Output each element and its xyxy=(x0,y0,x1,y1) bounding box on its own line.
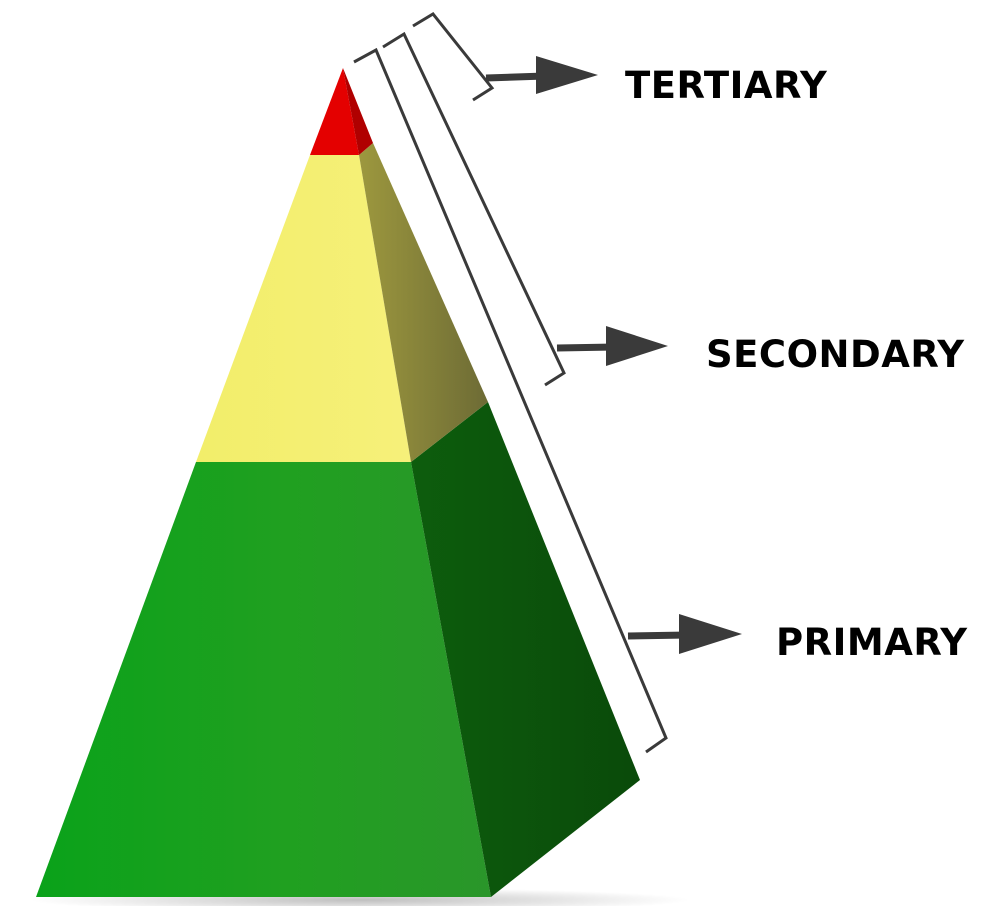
tertiary-arrow xyxy=(485,56,598,94)
tertiary-tier-side-face xyxy=(343,68,373,155)
primary-tier-side-face xyxy=(411,402,640,897)
primary-label: PRIMARY xyxy=(776,621,968,664)
tertiary-tier-front-face xyxy=(310,68,359,155)
tertiary-bracket xyxy=(412,12,495,102)
primary-tier-front-face xyxy=(36,462,491,897)
secondary-bracket xyxy=(382,31,566,387)
secondary-tier-side-face xyxy=(359,143,488,462)
secondary-tier-front-face xyxy=(196,155,411,462)
primary-bracket xyxy=(353,47,668,754)
secondary-tier xyxy=(196,143,488,462)
primary-arrow xyxy=(627,614,742,654)
primary-tier xyxy=(36,402,640,897)
secondary-arrow xyxy=(556,326,668,366)
tertiary-label: TERTIARY xyxy=(625,64,828,107)
secondary-label: SECONDARY xyxy=(706,333,965,376)
tertiary-tier xyxy=(310,68,373,155)
